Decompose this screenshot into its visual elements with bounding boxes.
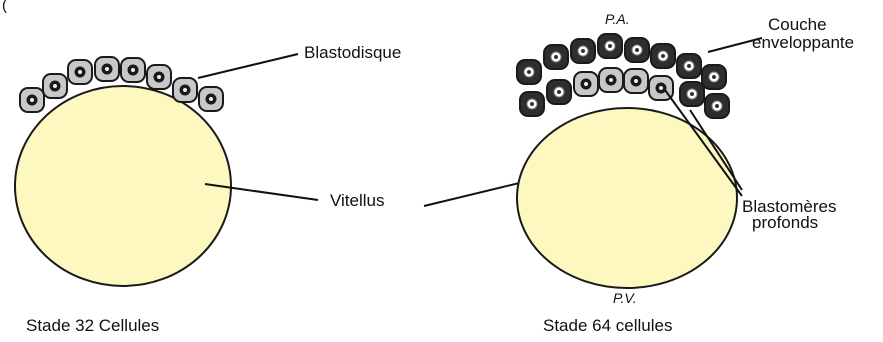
blastomere-left-7 <box>173 78 197 102</box>
deep-blastomere-2 <box>599 68 623 92</box>
blastodisc-cells-right <box>517 34 729 118</box>
label-yolk: Vitellus <box>330 191 385 210</box>
label-blastodisc: Blastodisque <box>304 43 401 62</box>
envelope-cell-7 <box>677 54 701 78</box>
yolk-right <box>517 108 737 288</box>
embryo-64-cells <box>517 34 737 288</box>
blastomere-left-8 <box>199 87 223 111</box>
header-fragment: ( <box>2 0 7 14</box>
envelope-cell-10 <box>547 80 571 104</box>
label-pole-vegetal: P.V. <box>613 290 637 306</box>
envelope-cell-3 <box>571 39 595 63</box>
deep-blastomere-1 <box>574 72 598 96</box>
blastomere-left-6 <box>147 65 171 89</box>
label-deep-line2: profonds <box>752 213 818 232</box>
caption-left: Stade 32 Cellules <box>26 316 159 335</box>
blastomere-left-1 <box>20 88 44 112</box>
deep-blastomere-3 <box>624 69 648 93</box>
envelope-cell-2 <box>544 45 568 69</box>
blastomere-left-4 <box>95 57 119 81</box>
blastomere-left-3 <box>68 60 92 84</box>
label-pole-animal: P.A. <box>605 11 630 27</box>
envelope-cell-5 <box>625 38 649 62</box>
caption-right: Stade 64 cellules <box>543 316 672 335</box>
envelope-cell-9 <box>520 92 544 116</box>
envelope-cell-6 <box>651 44 675 68</box>
leader-blastodisc <box>198 54 298 78</box>
label-envelope-line1: Couche <box>768 15 827 34</box>
envelope-cell-8 <box>702 65 726 89</box>
envelope-cell-11 <box>680 82 704 106</box>
embryo-32-cells <box>15 57 231 286</box>
label-envelope-line2: enveloppante <box>752 33 854 52</box>
blastomere-left-2 <box>43 74 67 98</box>
envelope-cell-4 <box>598 34 622 58</box>
envelope-cell-1 <box>517 60 541 84</box>
yolk-left <box>15 86 231 286</box>
blastomere-left-5 <box>121 58 145 82</box>
envelope-cell-12 <box>705 94 729 118</box>
